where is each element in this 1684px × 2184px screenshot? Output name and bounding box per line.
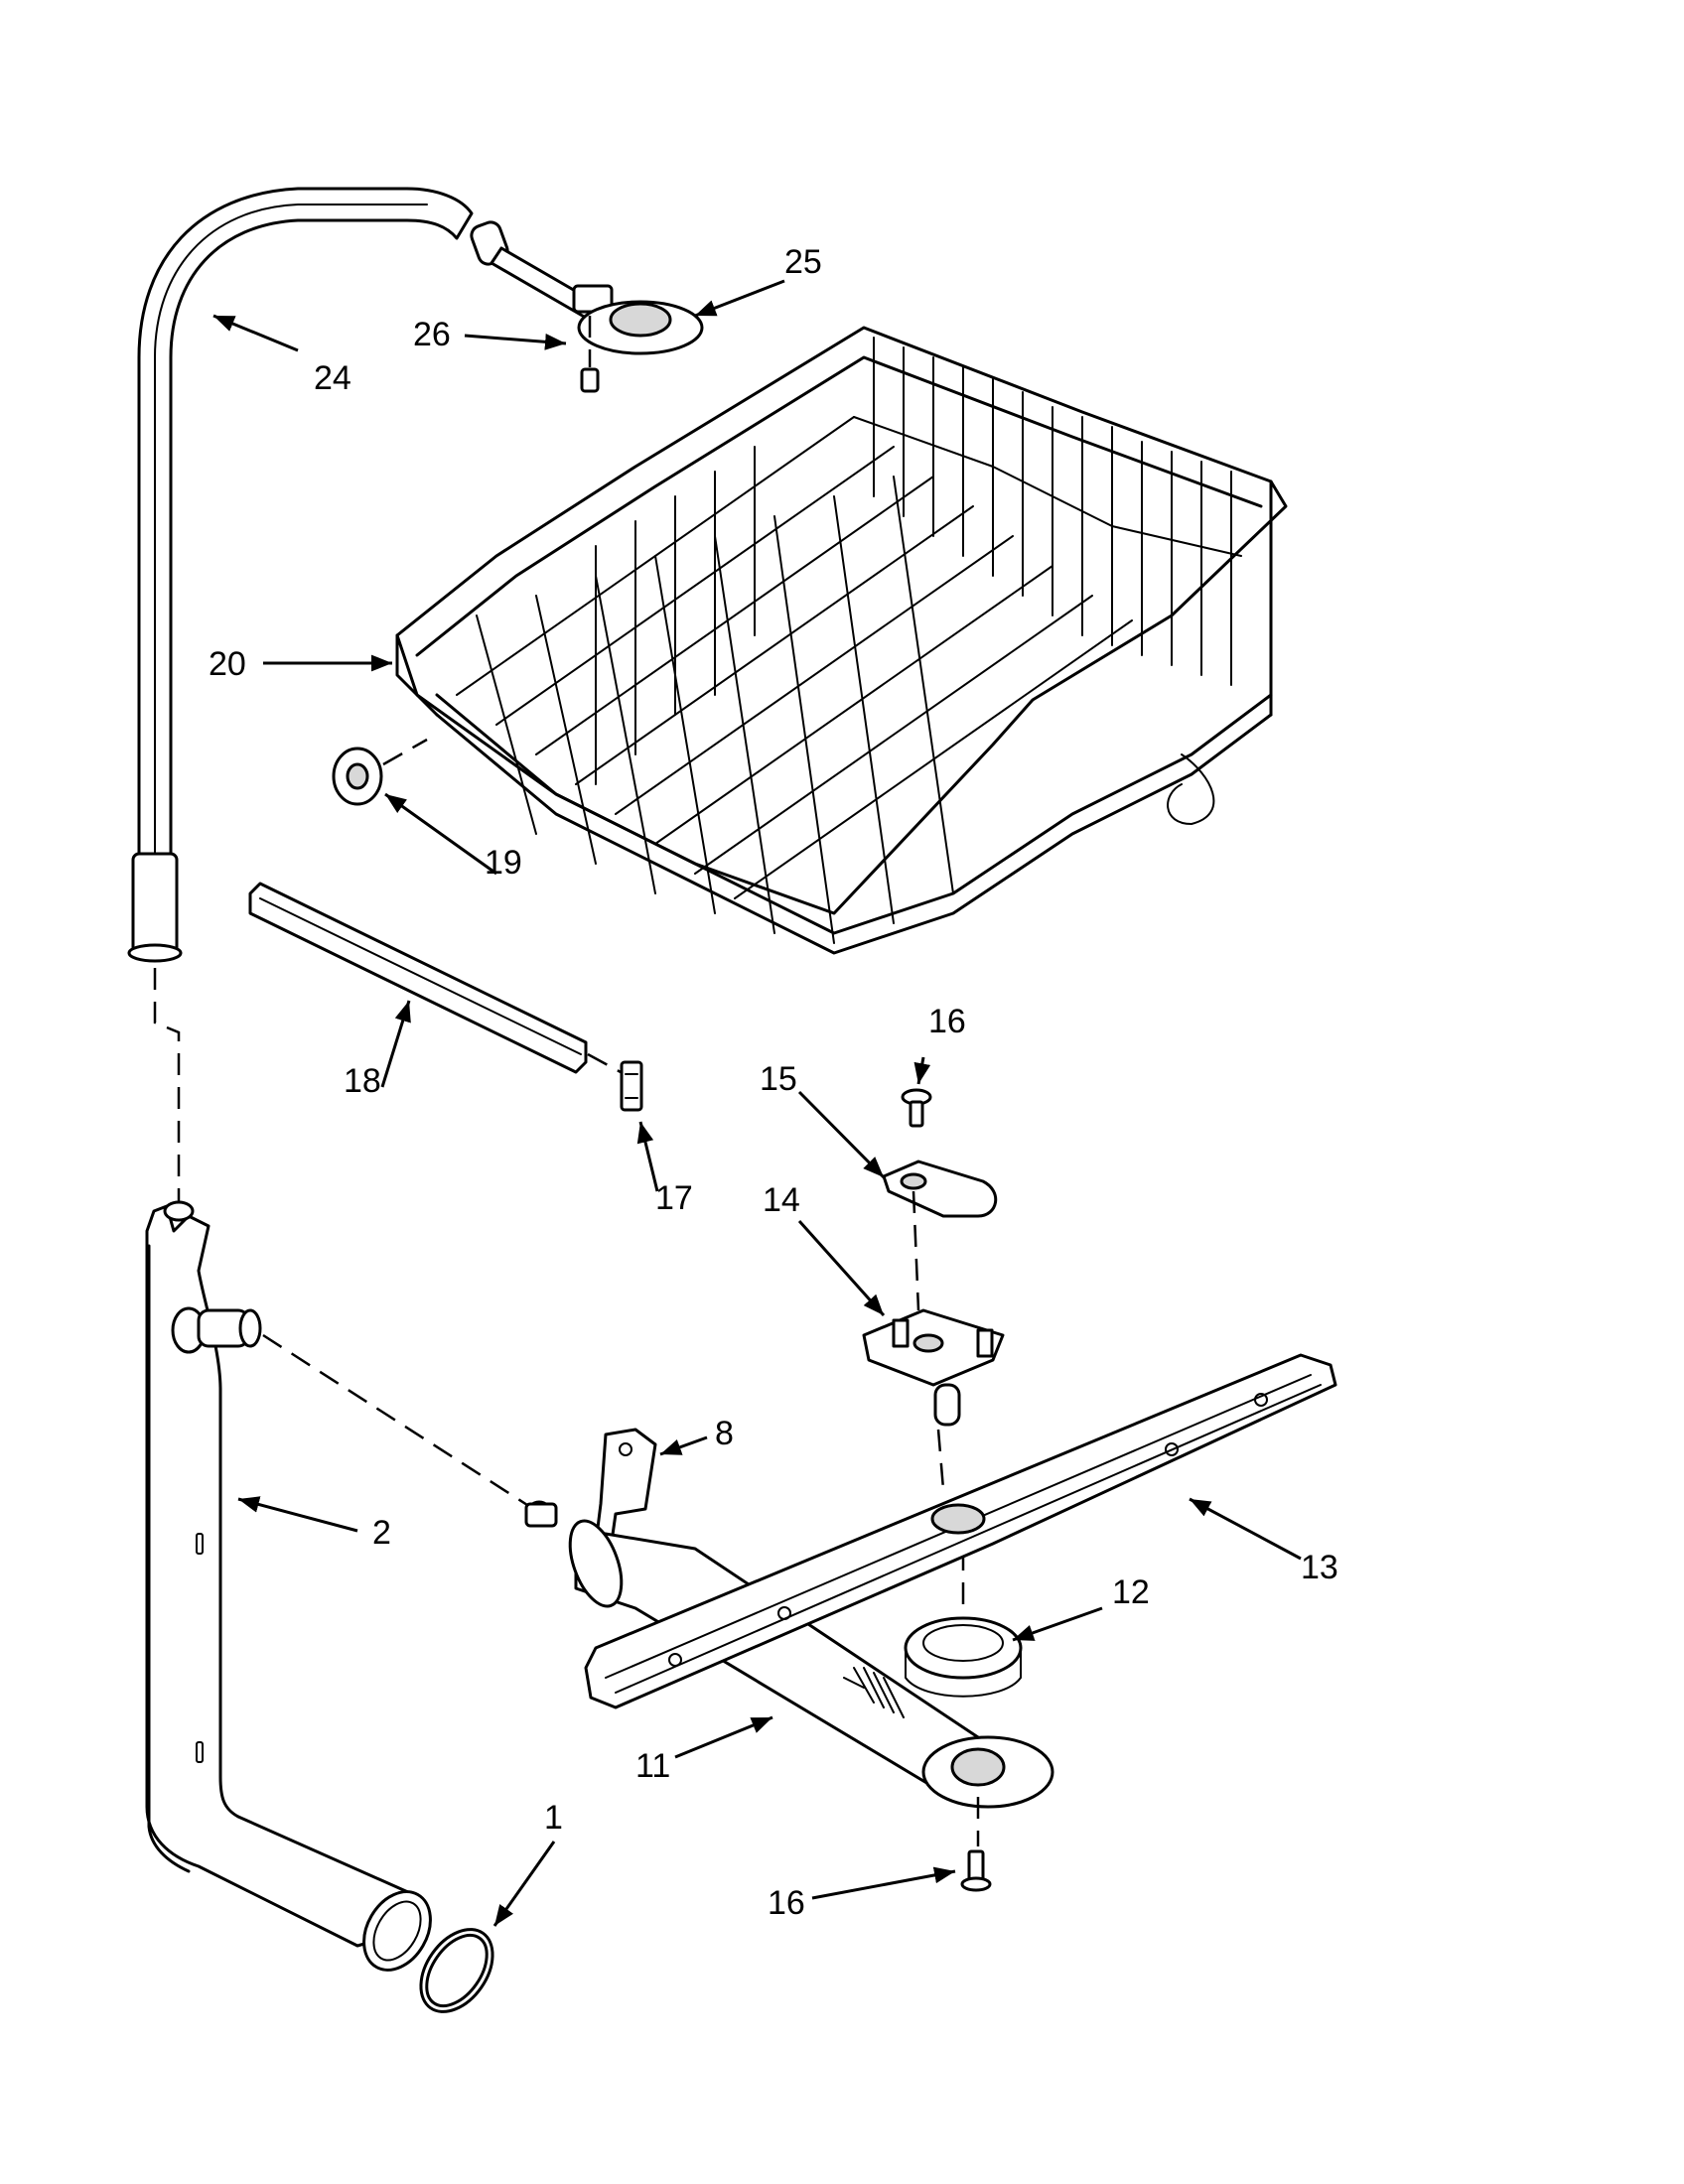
bracket-part <box>594 1428 657 1551</box>
callout-26: 26 <box>413 316 451 353</box>
callout-2: 2 <box>372 1514 391 1552</box>
callout-20: 20 <box>209 645 246 683</box>
callout-16-top: 16 <box>928 1003 966 1040</box>
feed-tube-part <box>127 187 474 1206</box>
manifold-part <box>145 1200 542 1972</box>
callout-13: 13 <box>1301 1549 1338 1586</box>
callout-14: 14 <box>763 1181 800 1219</box>
spray-arm-part <box>584 1353 1337 1709</box>
callout-15: 15 <box>760 1060 797 1098</box>
callout-1: 1 <box>544 1799 563 1837</box>
bottom-screw-part <box>960 1849 992 1892</box>
callout-25: 25 <box>784 243 822 281</box>
callout-11: 11 <box>635 1747 670 1785</box>
bearing-ring-part <box>904 1549 1023 1698</box>
rack-wheel-part <box>332 738 428 806</box>
lower-conduit-part <box>524 1500 1054 1846</box>
callout-16-bottom: 16 <box>768 1884 805 1922</box>
callout-18: 18 <box>344 1062 381 1100</box>
rail-stop-part <box>620 1060 643 1112</box>
dish-rack-part <box>395 326 1288 955</box>
rack-rail-part <box>248 882 622 1074</box>
callout-17: 17 <box>655 1179 693 1217</box>
upper-spray-head-part <box>470 220 704 393</box>
spray-arm-mount-part <box>862 1308 1005 1490</box>
o-ring-part <box>419 1928 494 2013</box>
callout-8: 8 <box>715 1415 734 1452</box>
callout-19: 19 <box>485 844 522 882</box>
leader-lines <box>212 279 1302 1927</box>
callout-24: 24 <box>314 359 351 397</box>
callout-labels: 25 24 26 20 19 18 17 16 15 14 8 2 13 12 … <box>209 243 1338 1922</box>
callout-12: 12 <box>1112 1573 1150 1611</box>
diverter-part <box>882 1088 998 1311</box>
